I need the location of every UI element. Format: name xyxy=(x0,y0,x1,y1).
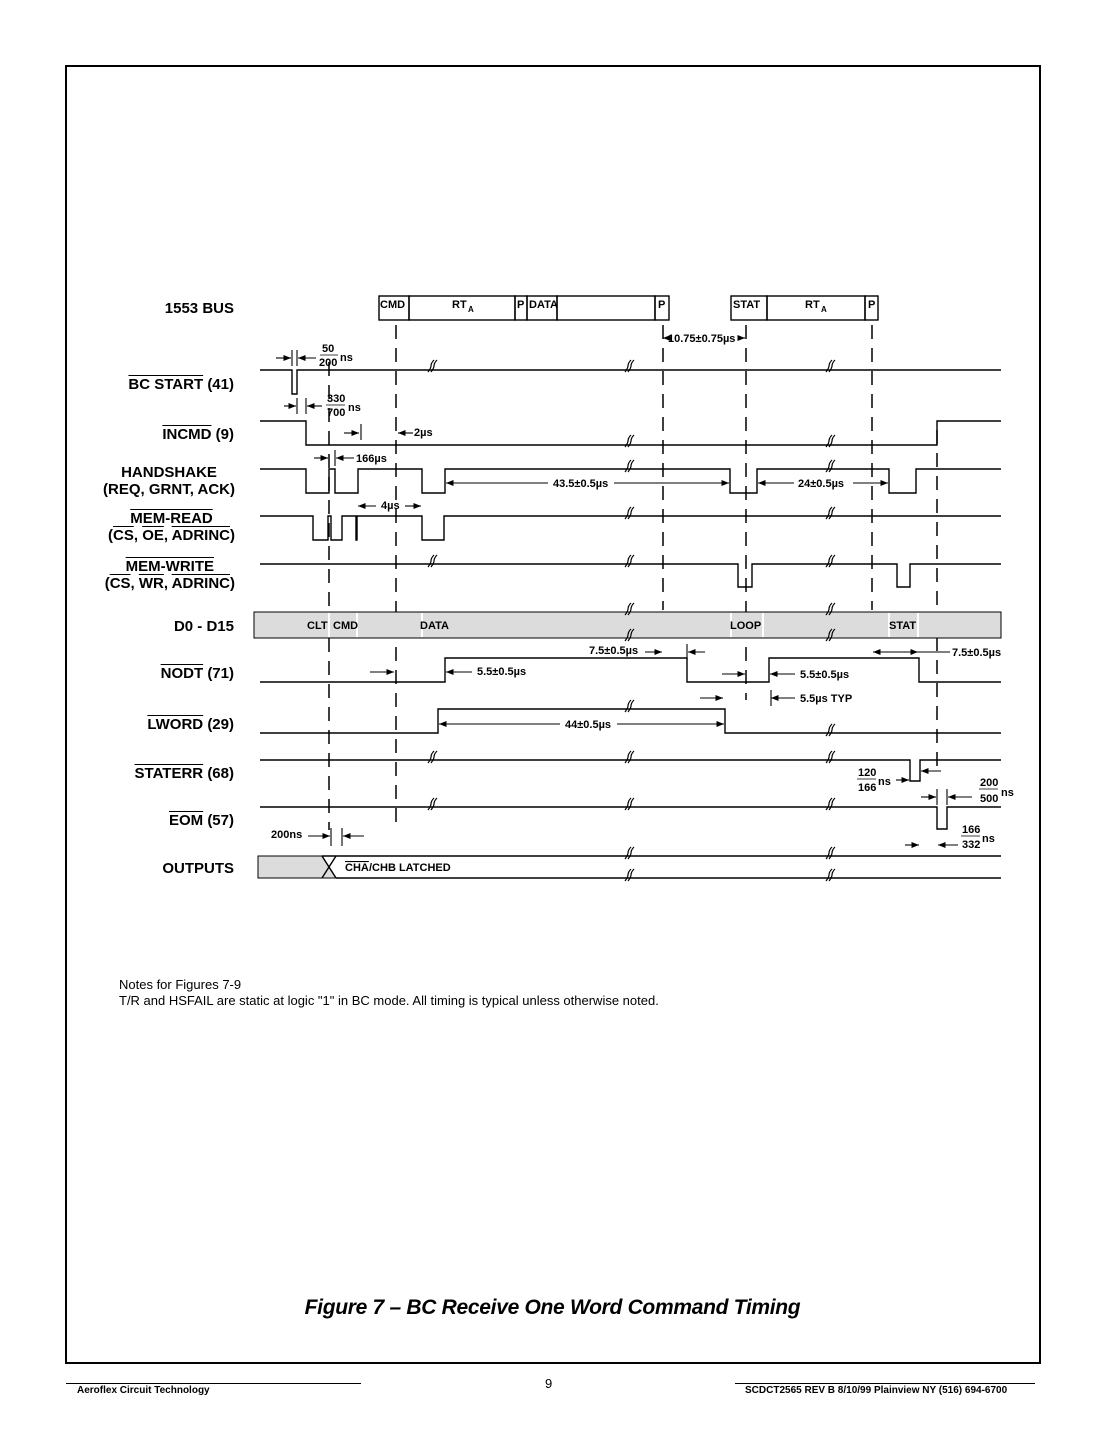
t-50: 50 xyxy=(322,343,334,355)
bus-rt1-sub: A xyxy=(468,305,474,314)
lword-wave xyxy=(260,708,1001,734)
t-44: 44±0.5µs xyxy=(565,719,611,731)
label-eom: EOM (57) xyxy=(168,812,234,829)
label-staterr: STATERR (68) xyxy=(134,765,234,782)
t-24: 24±0.5µs xyxy=(798,478,844,490)
figure-caption: Figure 7 – BC Receive One Word Command T… xyxy=(304,1296,801,1319)
bus-cmd: CMD xyxy=(380,299,405,311)
notes-title: Notes for Figures 7-9 xyxy=(119,977,242,992)
eom-wave xyxy=(260,806,1001,830)
bus-p1: P xyxy=(517,299,524,311)
t-ns4: ns xyxy=(1001,787,1014,799)
t-200b: 200 xyxy=(980,777,998,789)
bus-frames xyxy=(378,295,879,321)
outputs-wave xyxy=(321,855,1001,879)
data-loop: LOOP xyxy=(730,620,761,632)
t-43-5: 43.5±0.5µs xyxy=(553,478,608,490)
data-clt: CLT xyxy=(307,620,328,632)
timing-labels: 50 200 ns 330 700 ns 2µs 166µs 4µs 10.75… xyxy=(271,333,1014,874)
figure-frame xyxy=(65,65,1041,1364)
notes-text: T/R and HSFAIL are static at logic "1" i… xyxy=(119,993,659,1008)
bus-rt1: RT xyxy=(452,299,467,311)
footer-rule-right xyxy=(735,1383,1035,1384)
t-200: 200 xyxy=(319,357,337,369)
t-5-5b: 5.5±0.5µs xyxy=(800,669,849,681)
footer-page-number: 9 xyxy=(545,1376,553,1391)
footer-company: Aeroflex Circuit Technology xyxy=(77,1385,210,1396)
data-cmd: CMD xyxy=(333,620,358,632)
label-data-bus: D0 - D15 xyxy=(173,618,234,635)
label-mem-read: MEM-READ(CS, OE, ADRINC) xyxy=(108,510,235,544)
t-5-5a: 5.5±0.5µs xyxy=(477,666,526,678)
nodt-wave xyxy=(260,657,1001,683)
t-4us: 4µs xyxy=(381,500,400,512)
bus-p2: P xyxy=(658,299,665,311)
label-bc-start: BC START (41) xyxy=(128,376,234,393)
t-166: 166 xyxy=(858,782,876,794)
notes: Notes for Figures 7-9 T/R and HSFAIL are… xyxy=(119,977,659,1009)
t-latched: /CHB LATCHED xyxy=(369,862,451,874)
label-incmd: INCMD (9) xyxy=(162,426,234,443)
bus-rt2: RT xyxy=(805,299,820,311)
label-lword: LWORD (29) xyxy=(147,716,234,733)
t-330: 330 xyxy=(327,393,345,405)
data-bus-band xyxy=(253,611,1002,639)
footer-rule-left xyxy=(66,1383,361,1384)
t-7-5a: 7.5±0.5µs xyxy=(589,645,638,657)
footer-doc-info: SCDCT2565 REV B 8/10/99 Plainview NY (51… xyxy=(745,1385,1008,1396)
label-handshake: HANDSHAKE(REQ, GRNT, ACK) xyxy=(103,464,235,498)
t-ns3: ns xyxy=(878,776,891,788)
t-cha: CHA xyxy=(345,862,369,874)
t-ns2: ns xyxy=(348,402,361,414)
t-5-5typ: 5.5µs TYP xyxy=(800,693,852,705)
mem-write-wave xyxy=(260,563,1001,588)
t-7-5b: 7.5±0.5µs xyxy=(952,647,1001,659)
t-332: 332 xyxy=(962,839,980,851)
mem-read-wave xyxy=(260,515,1001,541)
t-120: 120 xyxy=(858,767,876,779)
t-500: 500 xyxy=(980,793,998,805)
bus-rt2-sub: A xyxy=(821,305,827,314)
label-outputs: OUTPUTS xyxy=(162,860,234,877)
bus-data: DATA xyxy=(529,299,558,311)
reference-lines xyxy=(328,325,938,830)
t-2us: 2µs xyxy=(414,427,433,439)
t-700: 700 xyxy=(327,407,345,419)
t-10-75: 10.75±0.75µs xyxy=(668,333,735,345)
t-ns5: ns xyxy=(982,833,995,845)
t-ns1: ns xyxy=(340,352,353,364)
label-1553-bus: 1553 BUS xyxy=(164,300,234,317)
label-mem-write: MEM-WRITE(CS, WR, ADRINC) xyxy=(104,558,235,592)
t-166b: 166 xyxy=(962,824,980,836)
data-stat: STAT xyxy=(889,620,916,632)
incmd-wave xyxy=(260,420,1001,446)
bus-stat: STAT xyxy=(733,299,760,311)
bc-start-wave xyxy=(260,369,1001,395)
staterr-wave xyxy=(260,759,1001,782)
data-bus-labels: CLT CMD DATA LOOP STAT xyxy=(307,620,916,632)
timing-arrows xyxy=(276,334,972,849)
data-data: DATA xyxy=(420,620,449,632)
bus-p3: P xyxy=(868,299,875,311)
t-166us: 166µs xyxy=(356,453,387,465)
break-marks xyxy=(427,359,836,882)
t-200ns: 200ns xyxy=(271,829,302,841)
bus-field-labels: CMD RT A P DATA P STAT RT A P xyxy=(380,299,875,314)
data-bus-dividers xyxy=(328,613,919,637)
label-nodt: NODT (71) xyxy=(160,665,234,682)
handshake-wave xyxy=(260,468,1001,494)
